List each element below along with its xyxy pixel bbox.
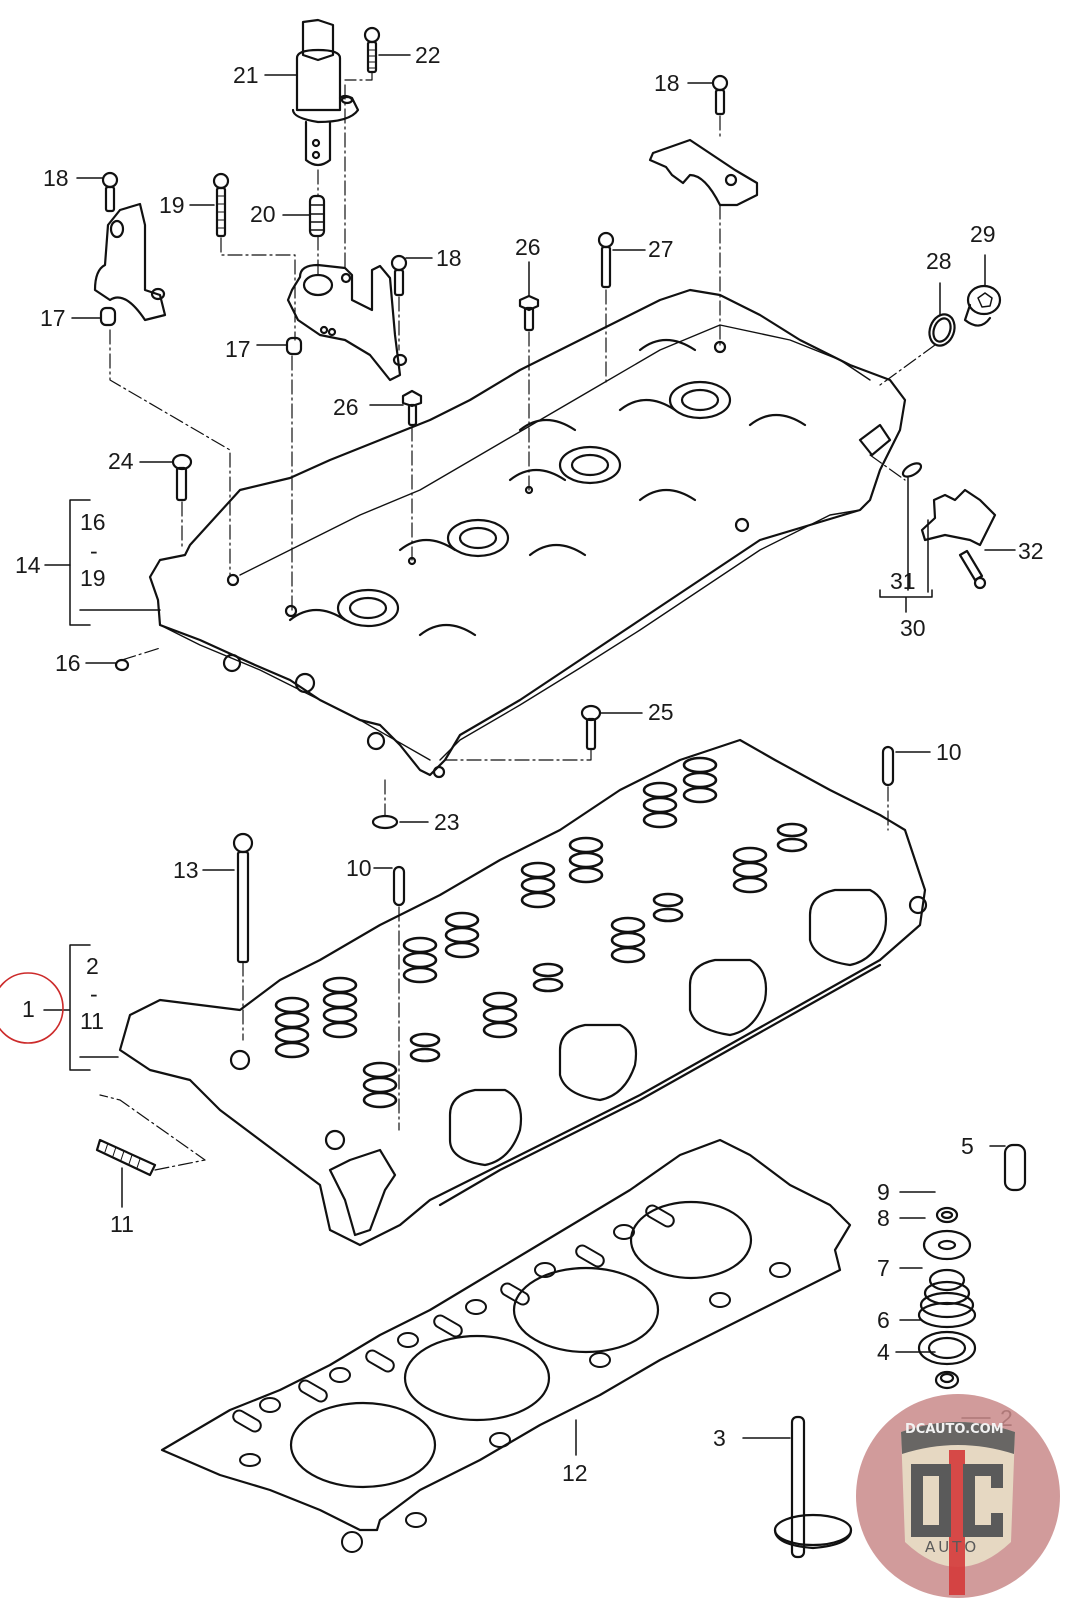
bolt-22-part[interactable] [363,26,381,74]
oring-31-part[interactable] [901,461,923,480]
dowel-17-left-part[interactable] [99,306,117,327]
callout-27[interactable]: 27 [648,236,674,262]
callout-5[interactable]: 5 [961,1133,974,1159]
callout-20[interactable]: 20 [250,201,276,227]
retainer-8-part[interactable] [922,1229,972,1261]
callout-12[interactable]: 12 [562,1460,588,1486]
callout-22[interactable]: 22 [415,42,441,68]
solenoid-valve-part[interactable] [291,18,360,167]
bearing-cap-center-part[interactable] [286,263,408,382]
bearing-cap-left-part[interactable] [93,202,167,322]
callout-leaders [43,54,1016,1456]
valve-3-part[interactable] [773,1415,853,1559]
plug-29-part[interactable] [963,284,1002,327]
cylinder-head-part[interactable] [118,738,928,1247]
group-14-range-end: 19 [80,565,106,591]
callout-13[interactable]: 13 [173,857,199,883]
callout-18[interactable]: 18 [436,245,462,271]
dowel-17-center-part[interactable] [285,336,303,356]
callout-17[interactable]: 17 [40,305,66,331]
alignment-lines [99,71,936,1171]
group-1-range-end: 11 [80,1008,104,1034]
stud-11-part[interactable] [95,1138,157,1177]
bolt-18-mid-part[interactable] [390,254,408,297]
seal-ring-28-part[interactable] [925,311,958,349]
callout-24[interactable]: 24 [108,448,134,474]
callout-7[interactable]: 7 [877,1255,890,1281]
spring-7-part[interactable] [917,1268,977,1329]
callout-30[interactable]: 30 [900,615,926,641]
callout-28[interactable]: 28 [926,248,952,274]
watermark-bottom-text: AUTO [925,1538,980,1556]
callout-6[interactable]: 6 [877,1307,890,1333]
highlight-circle [0,972,64,1044]
callout-18[interactable]: 18 [43,165,69,191]
callout-17[interactable]: 17 [225,336,251,362]
callout-16[interactable]: 16 [55,650,81,676]
callout-21[interactable]: 21 [233,62,259,88]
callout-25[interactable]: 25 [648,699,674,725]
group-14-range-dash: - [90,538,98,564]
callout-18[interactable]: 18 [654,70,680,96]
dcauto-watermark-logo: DCAUTO.COM AUTO [851,1392,1064,1600]
stem-seal-4-part[interactable] [934,1370,960,1390]
callout-8[interactable]: 8 [877,1205,890,1231]
bolt-32-part[interactable] [958,549,987,590]
callout-23[interactable]: 23 [434,809,460,835]
head-gasket-12-part[interactable] [160,1138,852,1553]
watermark-top-text: DCAUTO.COM [905,1422,1004,1437]
group-1-range-dash: - [90,981,98,1007]
spring-seat-6-part[interactable] [917,1330,977,1366]
callout-19[interactable]: 19 [159,192,185,218]
lifter-5-part[interactable] [1003,1143,1027,1192]
bolt-26-top-part[interactable] [518,294,540,332]
callout-4[interactable]: 4 [877,1339,890,1365]
keeper-9-part[interactable] [935,1206,959,1224]
callout-14[interactable]: 14 [15,552,41,578]
bolt-24-part[interactable] [171,453,193,502]
logo-badge-icon [856,1394,1060,1598]
callout-32[interactable]: 32 [1018,538,1044,564]
dowel-10-right-part[interactable] [881,745,895,787]
filter-20-part[interactable] [308,194,326,238]
callout-1[interactable]: 1 [22,996,35,1022]
group-1-range-start: 2 [86,953,99,979]
callout-29[interactable]: 29 [970,221,996,247]
bolt-18-right-part[interactable] [711,74,729,116]
bolt-19-part[interactable] [212,172,230,238]
sensor-30-part[interactable] [920,488,997,547]
bolt-13-part[interactable] [232,832,254,964]
pin-16-part[interactable] [114,658,130,672]
callout-10[interactable]: 10 [346,855,372,881]
callout-9[interactable]: 9 [877,1179,890,1205]
bolt-26-mid-part[interactable] [401,389,423,427]
bearing-cap-right-part[interactable] [648,138,759,207]
bolt-27-part[interactable] [597,231,615,289]
callout-11[interactable]: 11 [110,1211,134,1237]
group-14-range-start: 16 [80,509,106,535]
callout-26[interactable]: 26 [333,394,359,420]
dowel-10-left-part[interactable] [392,865,406,907]
bolt-18-left-part[interactable] [101,171,119,213]
callout-26[interactable]: 26 [515,234,541,260]
callout-3[interactable]: 3 [713,1425,726,1451]
camshaft-housing-part[interactable] [148,288,907,779]
seal-23-part[interactable] [371,814,399,830]
bolt-25-part[interactable] [580,704,602,751]
callout-10[interactable]: 10 [936,739,962,765]
callout-31[interactable]: 31 [890,568,916,594]
